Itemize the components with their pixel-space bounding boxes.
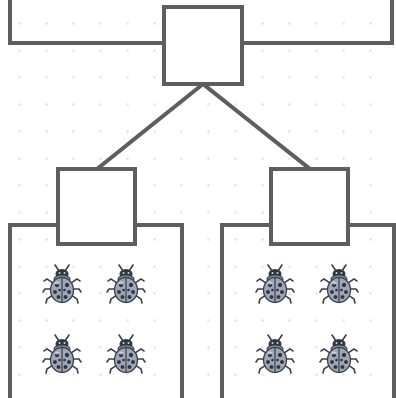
ladybug-icon xyxy=(319,264,359,304)
left-group-container xyxy=(8,223,184,398)
ladybug-icon xyxy=(42,334,82,374)
ladybug-icon xyxy=(106,264,146,304)
ladybug-icon xyxy=(319,334,359,374)
root-box xyxy=(162,5,244,86)
ladybug-icon xyxy=(106,334,146,374)
ladybug-icon xyxy=(42,264,82,304)
ladybug-icon xyxy=(255,264,295,304)
connector-root-left xyxy=(95,82,205,171)
left-child-box xyxy=(56,167,137,246)
right-group-container xyxy=(220,223,396,398)
right-child-box xyxy=(269,167,350,246)
ladybug-icon xyxy=(255,334,295,374)
connector-root-right xyxy=(201,82,312,171)
